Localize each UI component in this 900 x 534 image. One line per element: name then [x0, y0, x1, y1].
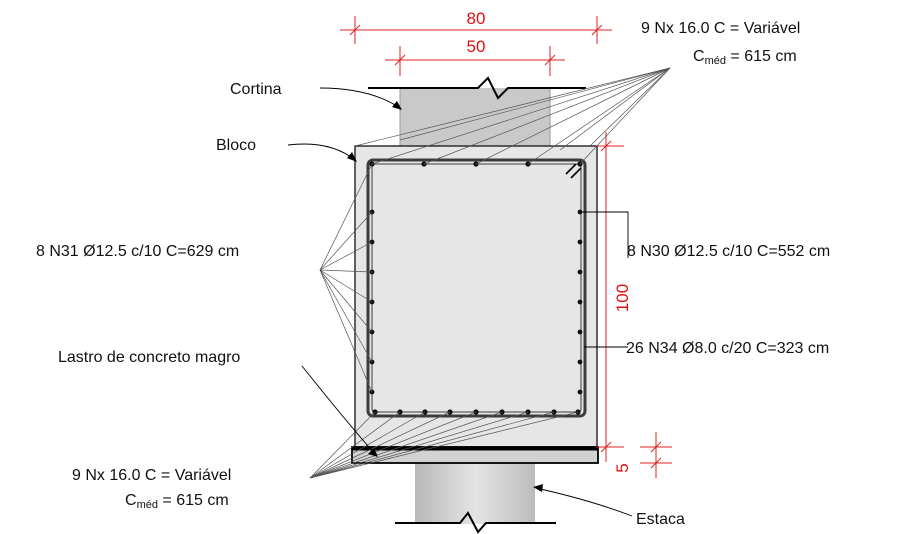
label-nx-bottom-line2: Cméd = 615 cm — [125, 492, 229, 511]
leader-n31 — [319, 163, 373, 393]
label-lastro: Lastro de concreto magro — [58, 349, 240, 366]
leader-lastro — [301, 365, 378, 457]
pile-cap-block — [354, 145, 598, 448]
dimension-80: 80 — [340, 9, 612, 44]
label-n31: 8 N31 Ø12.5 c/10 C=629 cm — [36, 243, 239, 260]
label-n34: 26 N34 Ø8.0 c/20 C=323 cm — [626, 340, 829, 357]
dimension-80-label: 80 — [467, 9, 486, 28]
dimension-100: 100 — [596, 132, 632, 462]
leader-nx-top — [354, 67, 671, 165]
leader-estaca — [533, 484, 633, 517]
stirrup-hook — [565, 163, 577, 175]
dimension-100-label: 100 — [613, 284, 632, 312]
curtain-wall — [368, 76, 586, 146]
lean-concrete-layer — [351, 446, 599, 464]
leader-n30 — [582, 211, 629, 258]
dimension-50-label: 50 — [467, 37, 486, 56]
dimension-50: 50 — [385, 37, 565, 76]
leader-cortina — [319, 87, 402, 110]
label-cortina: Cortina — [230, 81, 282, 98]
label-nx-bottom-line1: 9 Nx 16.0 C = Variável — [72, 467, 231, 484]
curtain-break-line — [368, 76, 586, 100]
label-n30: 8 N30 Ø12.5 c/10 C=552 cm — [627, 243, 830, 260]
dimension-5: 5 — [613, 432, 672, 478]
label-estaca: Estaca — [636, 511, 685, 528]
label-bloco: Bloco — [216, 137, 256, 154]
label-nx-top-line2: Cméd = 615 cm — [693, 48, 797, 67]
label-nx-top-line1: 9 Nx 16.0 C = Variável — [641, 20, 800, 37]
leader-bloco — [287, 143, 357, 162]
pile-break-line — [395, 511, 556, 534]
dimension-5-label: 5 — [613, 463, 632, 472]
